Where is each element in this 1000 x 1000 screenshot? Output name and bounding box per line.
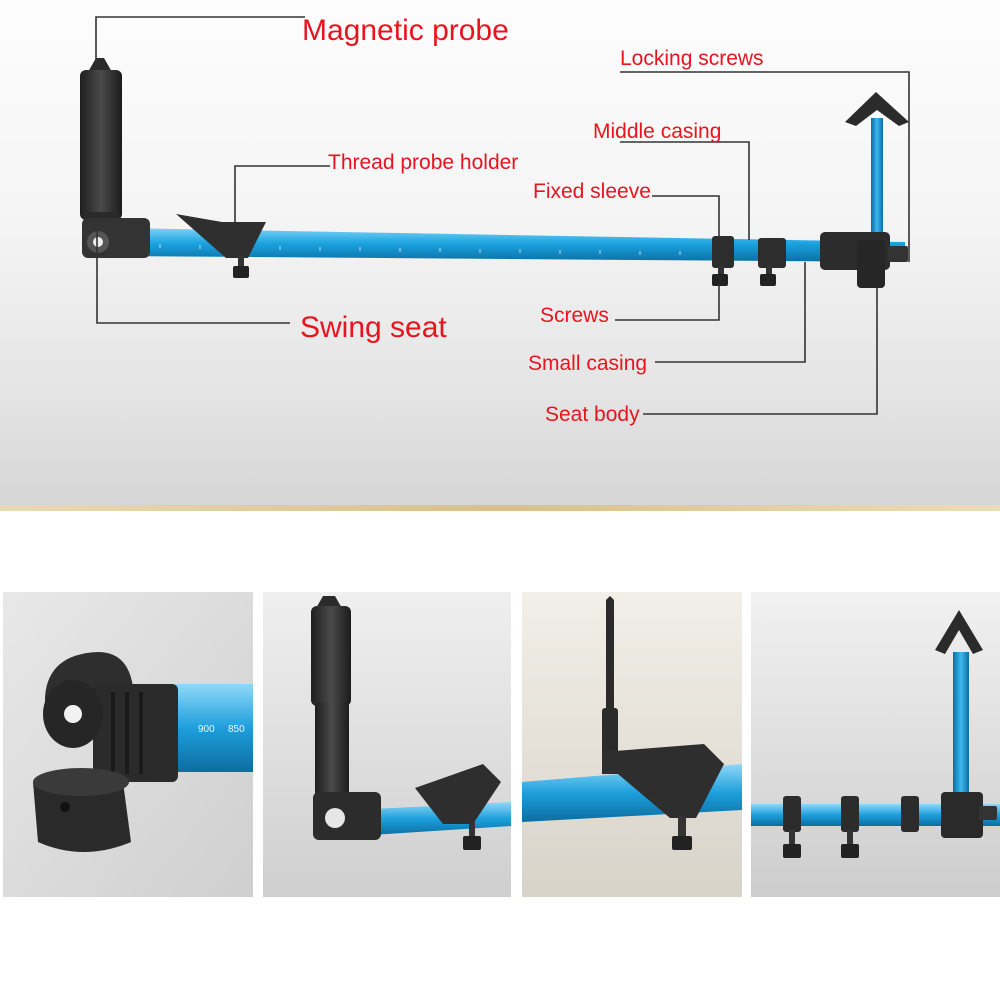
seat-body-part — [820, 232, 908, 288]
label-fixed-sleeve: Fixed sleeve — [533, 180, 651, 203]
vertical-probe-head — [845, 92, 909, 126]
thumbnail-seat-body — [751, 592, 1000, 897]
small-casing-part — [758, 238, 786, 286]
label-swing-seat: Swing seat — [300, 311, 447, 344]
label-thread-probe-holder: Thread probe holder — [328, 151, 519, 174]
label-magnetic-probe: Magnetic probe — [302, 14, 509, 47]
scale-mark-900: 900 — [198, 724, 215, 735]
magnetic-probe-part — [80, 58, 122, 226]
leader-lines — [95, 16, 910, 415]
fixed-sleeve-part — [712, 236, 734, 286]
label-locking-screws: Locking screws — [620, 47, 764, 70]
swing-seat-part — [82, 218, 150, 258]
label-middle-casing: Middle casing — [593, 120, 722, 143]
thumbnail-swing-seat: 900 850 — [3, 592, 253, 897]
label-seat-body: Seat body — [545, 403, 640, 426]
label-screws: Screws — [540, 304, 609, 327]
label-small-casing: Small casing — [528, 352, 648, 375]
thread-probe-holder-part — [176, 214, 266, 278]
scale-mark-850: 850 — [228, 724, 245, 735]
tool-diagram — [80, 16, 910, 415]
main-product-photo: Magnetic probe Locking screws Middle cas… — [0, 0, 1000, 505]
thumbnail-thread-probe-holder — [522, 592, 742, 897]
thumbnail-magnetic-probe — [263, 592, 511, 897]
main-rod — [118, 228, 905, 262]
divider-band — [0, 505, 1000, 511]
vertical-rod — [871, 118, 883, 253]
